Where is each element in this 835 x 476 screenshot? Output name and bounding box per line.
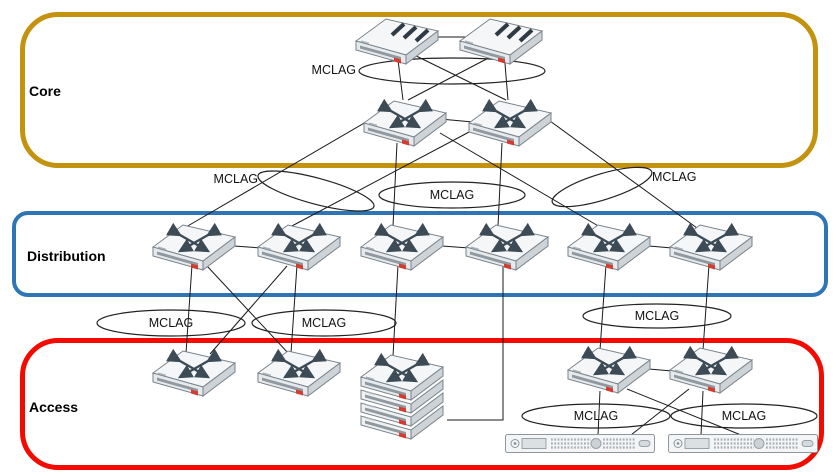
access-switch-4-icon: [669, 343, 753, 395]
dist-switch-4-icon: [465, 220, 549, 272]
access-switch-1-icon: [152, 346, 236, 398]
mclag-label-access-2: MCLAG: [301, 316, 347, 330]
core-switch-2-icon: [468, 96, 552, 148]
mclag-label-dist-right: MCLAG: [652, 170, 697, 184]
mclag-label-dist-left: MCLAG: [213, 172, 258, 186]
access-switch-2-icon: [257, 346, 341, 398]
access-switch-3-icon: [567, 343, 651, 395]
mclag-label-core: MCLAG: [311, 63, 356, 77]
mclag-label-server-1: MCLAG: [573, 409, 619, 423]
server-1-icon: [505, 434, 655, 453]
dist-switch-6-icon: [669, 220, 753, 272]
distribution-layer-label: Distribution: [27, 248, 106, 264]
core-router-1-icon: [355, 14, 439, 66]
mclag-label-access-3: MCLAG: [634, 309, 680, 323]
mclag-label-access-1: MCLAG: [148, 316, 194, 330]
access-layer-label: Access: [29, 399, 79, 415]
core-layer-box: [20, 12, 818, 168]
core-layer-label: Core: [29, 83, 61, 99]
core-switch-1-icon: [363, 96, 447, 148]
dist-switch-2-icon: [257, 220, 341, 272]
dist-switch-1-icon: [152, 220, 236, 272]
distribution-layer-box: [12, 211, 828, 297]
access-switch-stack-icon: [360, 350, 444, 442]
dist-switch-5-icon: [567, 220, 651, 272]
mclag-label-server-2: MCLAG: [721, 409, 767, 423]
server-2-icon: [668, 434, 818, 453]
access-layer-box: [20, 338, 824, 470]
mclag-label-dist-mid: MCLAG: [429, 188, 475, 202]
dist-switch-3-icon: [360, 220, 444, 272]
core-router-2-icon: [459, 14, 543, 66]
